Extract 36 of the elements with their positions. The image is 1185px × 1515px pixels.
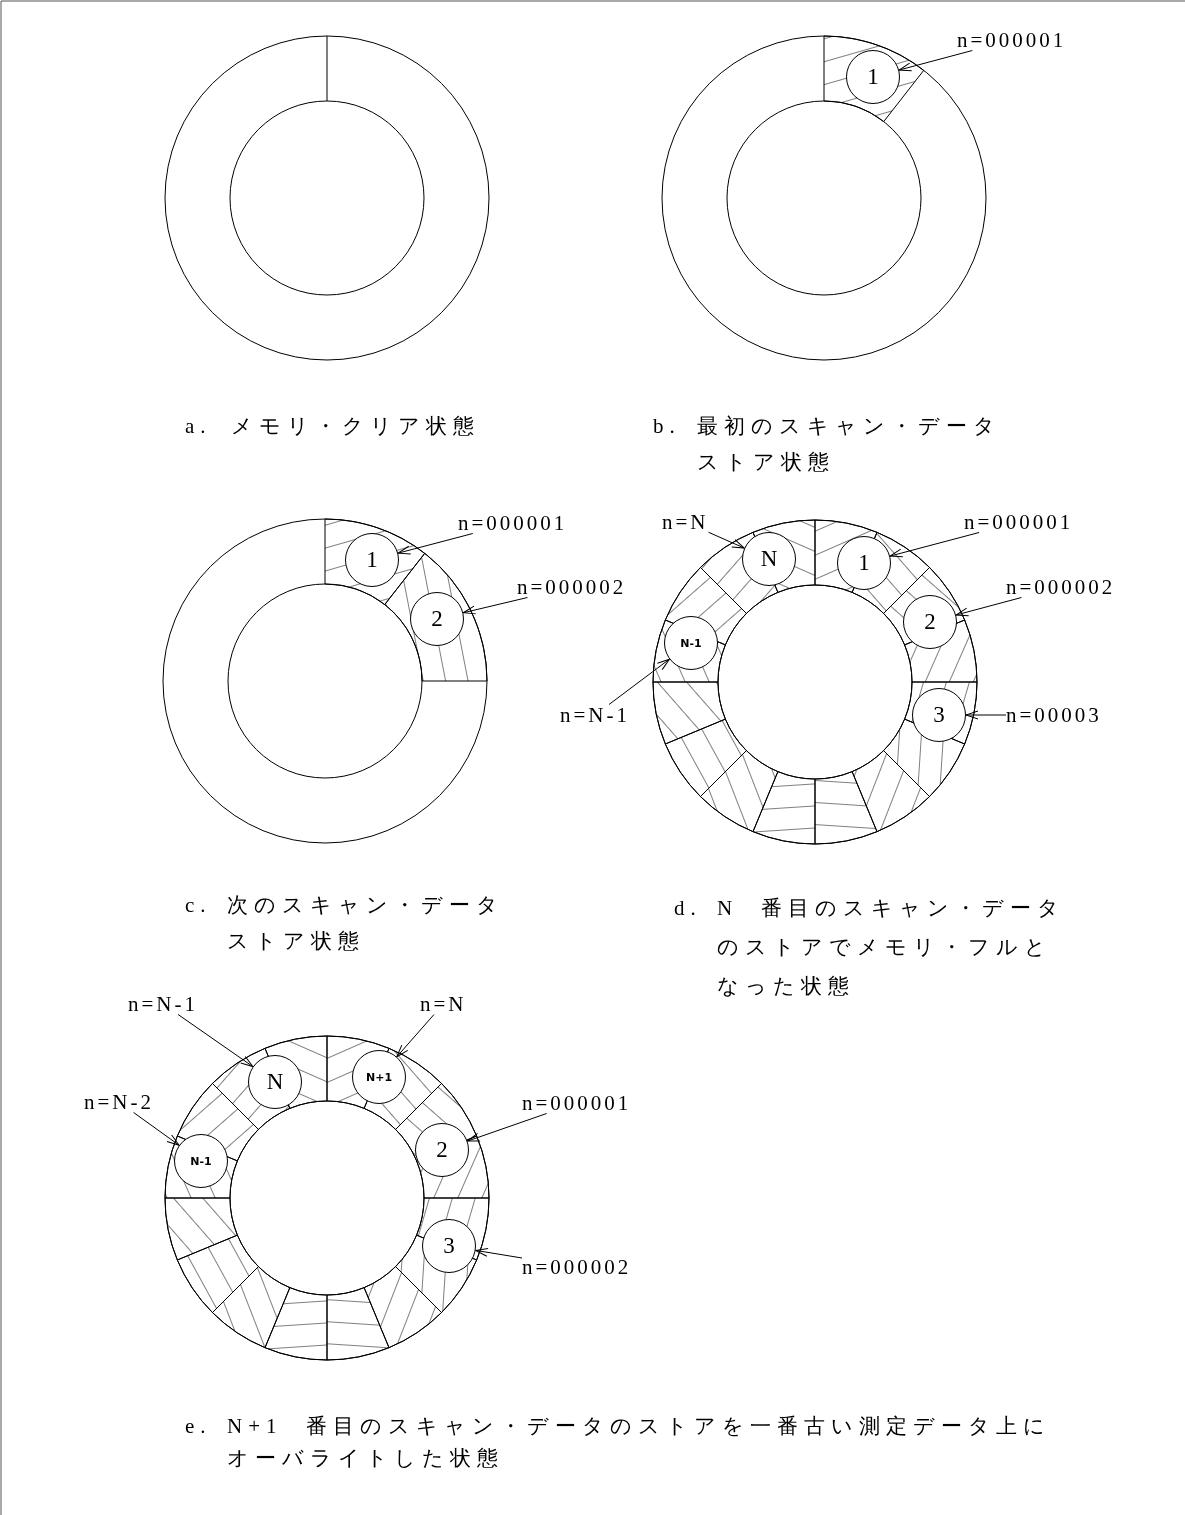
leader-arrow bbox=[965, 710, 1007, 720]
leader-arrow bbox=[898, 50, 973, 72]
index-label: n=000002 bbox=[517, 576, 627, 598]
index-label: n=000002 bbox=[1006, 576, 1116, 598]
leader-arrow bbox=[462, 597, 528, 615]
index-label: n=N-2 bbox=[84, 1091, 154, 1113]
leader-arrow bbox=[133, 1112, 180, 1146]
leader-arrow bbox=[177, 1014, 254, 1068]
panel-caption: 次のスキャン・データストア状態 bbox=[227, 892, 505, 955]
panel-caption: メモリ・クリア状態 bbox=[231, 413, 481, 440]
panel-letter: c. bbox=[185, 892, 212, 919]
leader-arrow bbox=[396, 1014, 435, 1058]
index-label: n=N bbox=[420, 993, 467, 1015]
leader-arrow bbox=[608, 658, 670, 705]
panel-caption: N 番目のスキャン・データのストアでメモリ・フルとなった状態 bbox=[717, 895, 1067, 1000]
index-label: n=000002 bbox=[522, 1256, 632, 1278]
panel-letter: d. bbox=[674, 895, 702, 922]
index-label: n=N-1 bbox=[560, 704, 630, 726]
panel-letter: b. bbox=[653, 413, 681, 440]
index-label: n=N bbox=[662, 511, 709, 533]
index-label: n=000001 bbox=[522, 1092, 632, 1114]
panel-letter: a. bbox=[185, 413, 212, 440]
panel-letter: e. bbox=[185, 1413, 212, 1440]
leader-arrow bbox=[889, 532, 980, 558]
leader-arrow bbox=[955, 597, 1022, 617]
index-label: n=000001 bbox=[458, 512, 568, 534]
index-label: n=000001 bbox=[957, 29, 1067, 51]
leader-arrow bbox=[467, 1113, 548, 1142]
leader-arrow bbox=[708, 531, 745, 549]
panel-caption: N+1 番目のスキャン・データのストアを一番古い測定データ上にオーバライトした状態 bbox=[227, 1413, 1052, 1472]
panel-caption: 最初のスキャン・データストア状態 bbox=[697, 413, 1002, 476]
leader-arrow bbox=[397, 533, 474, 555]
leader-arrow bbox=[475, 1247, 523, 1259]
index-label: n=000001 bbox=[964, 511, 1074, 533]
index-label: n=N-1 bbox=[128, 993, 198, 1015]
index-label: n=00003 bbox=[1006, 704, 1102, 726]
